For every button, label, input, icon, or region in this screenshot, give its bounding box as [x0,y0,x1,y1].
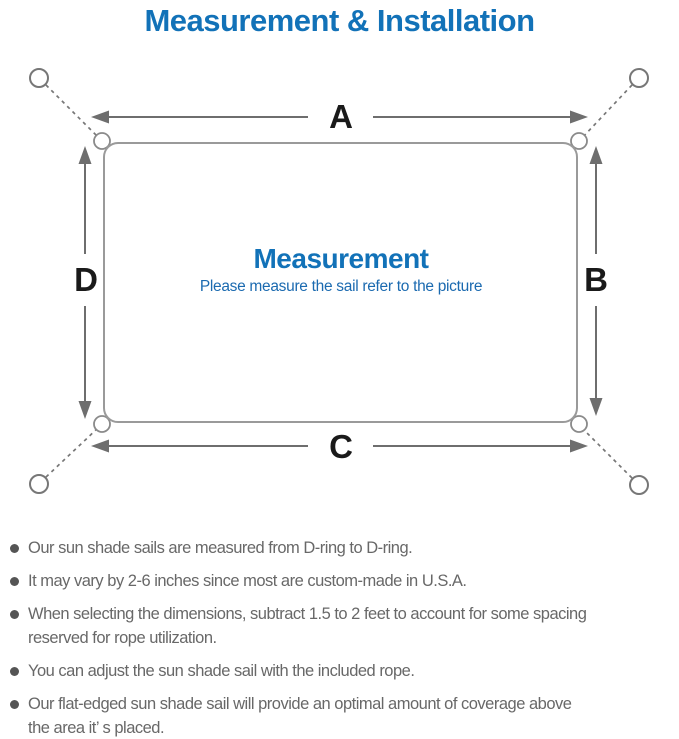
note-text: It may vary by 2-6 inches since most are… [28,572,467,590]
dimension-arrow-top [91,110,588,124]
dimension-label-a: A [329,98,353,135]
note-text: When selecting the dimensions, subtract … [28,605,587,647]
rope-line-top-left [45,84,100,139]
d-ring-icon [570,415,588,433]
dimension-label-c: C [329,428,353,465]
note-item: You can adjust the sun shade sail with t… [10,659,679,683]
bullet-icon [10,610,19,619]
note-text: You can adjust the sun shade sail with t… [28,662,415,680]
page-title: Measurement & Installation [144,3,535,38]
bullet-icon [10,577,19,586]
note-text: Our sun shade sails are measured from D-… [28,539,413,557]
rope-line-top-right [581,84,633,139]
d-ring-icon [93,132,111,150]
note-item: When selecting the dimensions, subtract … [10,602,679,650]
bullet-icon [10,667,19,676]
rope-line-bottom-right [581,427,633,479]
anchor-ring-icon [29,474,49,494]
dimension-arrows [78,110,603,453]
note-item: Our sun shade sails are measured from D-… [10,536,679,560]
diagram-center-title: Measurement [253,243,428,274]
anchor-rings [29,68,649,495]
anchor-ring-icon [29,68,49,88]
note-item: It may vary by 2-6 inches since most are… [10,569,679,593]
notes-list: Our sun shade sails are measured from D-… [10,536,679,739]
dimension-arrow-bottom [91,439,588,453]
corner-d-rings [93,132,588,433]
dimension-arrow-left [78,146,92,419]
anchor-ring-icon [629,68,649,88]
bullet-icon [10,544,19,553]
bullet-icon [10,700,19,709]
dimension-arrow-right [589,146,603,416]
anchor-ring-icon [629,475,649,495]
corner-rope-lines [45,84,633,479]
dimension-label-b: B [584,261,608,298]
d-ring-icon [93,415,111,433]
measurement-diagram: A B C D Measurement Please measure the s… [29,68,649,495]
sail-outline [103,142,578,423]
note-item: Our flat-edged sun shade sail will provi… [10,692,679,739]
diagram-center-subtitle: Please measure the sail refer to the pic… [200,278,482,295]
d-ring-icon [570,132,588,150]
note-text: Our flat-edged sun shade sail will provi… [28,695,572,737]
rope-line-bottom-left [45,426,100,478]
dimension-label-d: D [74,261,98,298]
